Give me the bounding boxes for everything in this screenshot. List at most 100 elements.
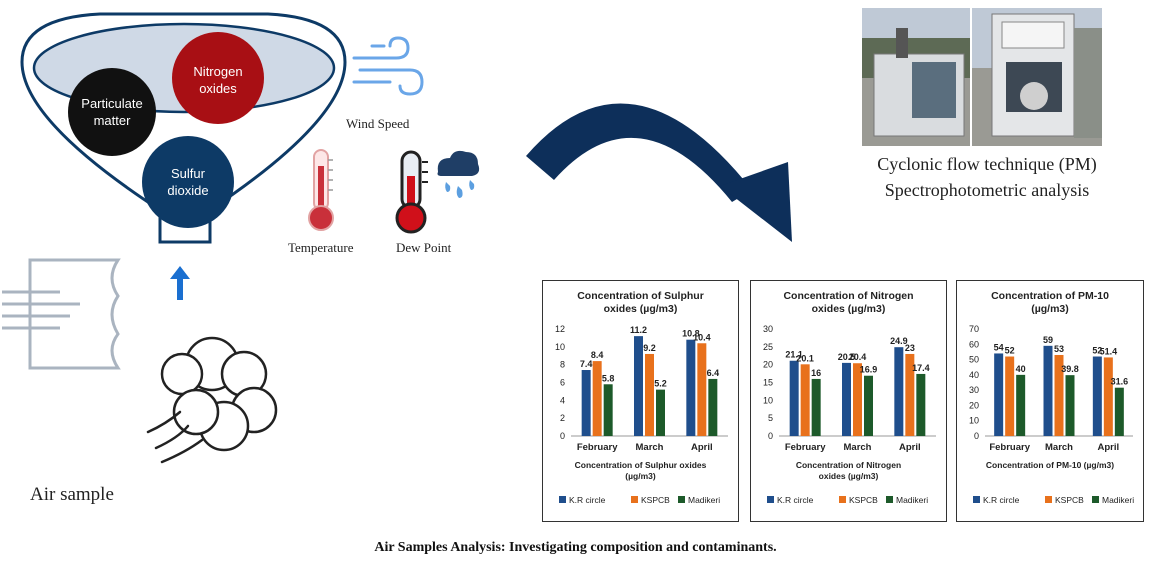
y-tick-label: 2	[560, 413, 565, 423]
bar-data-label: 10.4	[693, 332, 711, 342]
y-tick-label: 0	[560, 431, 565, 441]
bar-data-label: 59	[1043, 335, 1053, 345]
y-tick-label: 40	[969, 370, 979, 380]
bar-february-2	[1016, 374, 1026, 436]
y-tick-label: 0	[974, 431, 979, 441]
y-tick-label: 6	[560, 378, 565, 388]
photo-caption-line2: Spectrophotometric analysis	[884, 180, 1090, 200]
x-axis-label-line2: oxides (µg/m3)	[819, 471, 879, 481]
legend-label-1: KSPCB	[849, 495, 878, 505]
x-axis-label-line2: (µg/m3)	[625, 471, 656, 481]
legend-swatch-0	[559, 496, 566, 503]
y-tick-label: 60	[969, 339, 979, 349]
bar-february-2	[603, 384, 613, 436]
nitrogen-oxides-circle	[172, 32, 264, 124]
x-tick-label: March	[636, 442, 664, 453]
bar-march-0	[842, 362, 851, 436]
up-arrow-icon	[170, 266, 190, 300]
chart-title-line2: oxides (µg/m3)	[604, 303, 678, 315]
chart-title-line1: Concentration of Sulphur	[577, 290, 704, 302]
y-tick-label: 25	[763, 342, 773, 352]
bar-data-label: 20.5	[838, 352, 856, 362]
bar-march-0	[1043, 345, 1053, 436]
legend-swatch-0	[767, 496, 774, 503]
bar-april-1	[905, 353, 915, 436]
x-tick-label: April	[1098, 442, 1120, 453]
y-tick-label: 30	[969, 385, 979, 395]
y-tick-label: 30	[763, 324, 773, 334]
chart-title-line2: (µg/m3)	[1031, 303, 1069, 315]
bar-april-2	[708, 378, 718, 436]
legend-label-2: Madikeri	[688, 495, 720, 505]
bar-march-2	[864, 375, 873, 436]
sulfur-dioxide-circle	[142, 136, 234, 228]
bar-april-0	[686, 339, 696, 436]
dew-point-label: Dew Point	[396, 240, 452, 255]
bar-data-label: 21.1	[785, 350, 803, 360]
bar-april-1	[1103, 357, 1113, 436]
x-tick-label: February	[785, 442, 826, 453]
legend-swatch-0	[973, 496, 980, 503]
bar-data-label: 52	[1005, 346, 1015, 356]
chart-svg-2: Concentration of PM-10(µg/m3)01020304050…	[969, 290, 1134, 505]
bar-data-label: 16	[811, 368, 821, 378]
bar-data-label: 40	[1016, 364, 1026, 374]
bar-data-label: 24.9	[890, 336, 908, 346]
bar-data-label: 31.6	[1111, 377, 1129, 387]
air-sample-label: Air sample	[30, 484, 114, 505]
bar-data-label: 17.4	[912, 363, 930, 373]
figure-caption: Air Samples Analysis: Investigating comp…	[374, 540, 777, 555]
x-tick-label: February	[989, 442, 1030, 453]
bar-april-0	[1092, 356, 1102, 436]
bar-data-label: 16.9	[860, 365, 878, 375]
legend-swatch-1	[631, 496, 638, 503]
bar-february-0	[789, 360, 799, 436]
y-tick-label: 15	[763, 378, 773, 388]
y-tick-label: 10	[555, 342, 565, 352]
chart-title-line1: Concentration of Nitrogen	[783, 290, 913, 302]
bar-data-label: 11.2	[630, 325, 647, 335]
bar-february-1	[592, 361, 602, 436]
funnel-diagram: Particulate matter Nitrogen oxides Sulfu…	[20, 12, 347, 244]
photo-caption-line1: Cyclonic flow technique (PM)	[877, 154, 1097, 174]
bar-april-1	[697, 343, 707, 436]
bar-data-label: 53	[1054, 344, 1064, 354]
x-tick-label: March	[844, 442, 872, 453]
legend-label-0: K.R circle	[983, 495, 1020, 505]
x-axis-label-line1: Concentration of PM-10 (µg/m3)	[986, 460, 1114, 470]
equipment-photo	[862, 8, 1102, 146]
bar-february-1	[1005, 356, 1015, 436]
y-tick-label: 70	[969, 324, 979, 334]
x-tick-label: April	[899, 442, 921, 453]
legend-swatch-1	[839, 496, 846, 503]
y-tick-label: 50	[969, 355, 979, 365]
x-tick-label: March	[1045, 442, 1073, 453]
legend-label-1: KSPCB	[641, 495, 670, 505]
particulate-matter-label-2: matter	[94, 113, 132, 128]
legend-swatch-1	[1045, 496, 1052, 503]
y-tick-label: 10	[763, 395, 773, 405]
nitrogen-oxides-label-2: oxides	[199, 81, 237, 96]
bar-data-label: 10.8	[682, 329, 700, 339]
bar-data-label: 8.4	[591, 350, 604, 360]
bar-march-1	[853, 363, 862, 436]
bar-march-2	[656, 389, 665, 436]
y-tick-label: 12	[555, 324, 565, 334]
bar-march-2	[1065, 375, 1075, 436]
particulate-matter-circle	[68, 68, 156, 156]
bar-february-2	[811, 378, 821, 436]
bar-data-label: 51.4	[1100, 346, 1118, 356]
smoke-cloud-icon	[146, 336, 278, 464]
wind-icon	[352, 36, 424, 96]
legend-label-0: K.R circle	[777, 495, 814, 505]
sulfur-dioxide-label-2: dioxide	[167, 183, 208, 198]
sulfur-dioxide-label-1: Sulfur	[171, 166, 206, 181]
bar-data-label: 6.4	[707, 368, 720, 378]
wind-speed-label: Wind Speed	[346, 116, 410, 131]
x-axis-label-line1: Concentration of Sulphur oxides	[575, 460, 707, 470]
bar-february-1	[800, 364, 810, 436]
